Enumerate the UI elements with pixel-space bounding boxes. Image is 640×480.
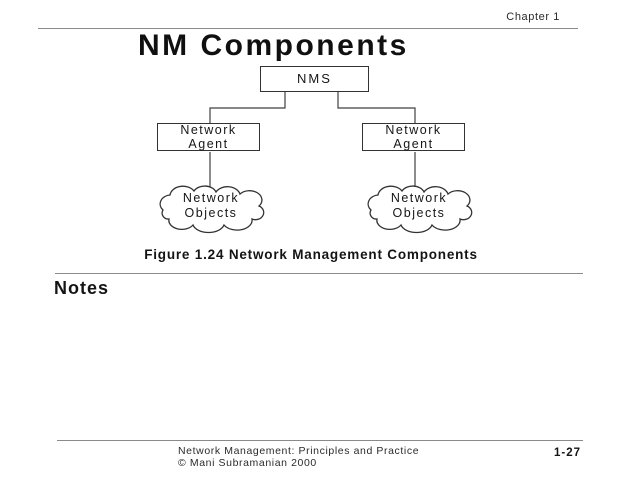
connector-nms-to-left-agent xyxy=(209,92,286,124)
chapter-label: Chapter 1 xyxy=(506,11,560,23)
figure-caption: Figure 1.24 Network Management Component… xyxy=(144,247,478,262)
network-agent-node-right: Network Agent xyxy=(362,123,465,151)
page-number: 1-27 xyxy=(553,447,581,459)
network-objects-right-label: Network Objects xyxy=(390,191,448,220)
connector-nms-to-right-agent xyxy=(337,92,416,124)
nms-node-label: NMS xyxy=(297,71,332,86)
footer-citation: Network Management: Principles and Pract… xyxy=(178,445,419,469)
footer-citation-line2: © Mani Subramanian 2000 xyxy=(178,457,317,469)
header-rule xyxy=(38,28,578,29)
network-agent-left-label: Network Agent xyxy=(180,123,237,151)
network-cloud-right-shape xyxy=(367,185,473,234)
footer-citation-line1: Network Management: Principles and Pract… xyxy=(178,445,420,457)
notes-heading: Notes xyxy=(54,278,110,298)
network-objects-left-label: Network Objects xyxy=(182,191,240,220)
nms-node: NMS xyxy=(260,66,369,92)
network-cloud-left-shape xyxy=(159,185,265,234)
footer-rule xyxy=(57,440,583,441)
page-title: NM Components xyxy=(138,29,409,62)
network-agent-node-left: Network Agent xyxy=(157,123,260,151)
network-agent-right-label: Network Agent xyxy=(385,123,442,151)
notes-rule xyxy=(55,273,583,274)
